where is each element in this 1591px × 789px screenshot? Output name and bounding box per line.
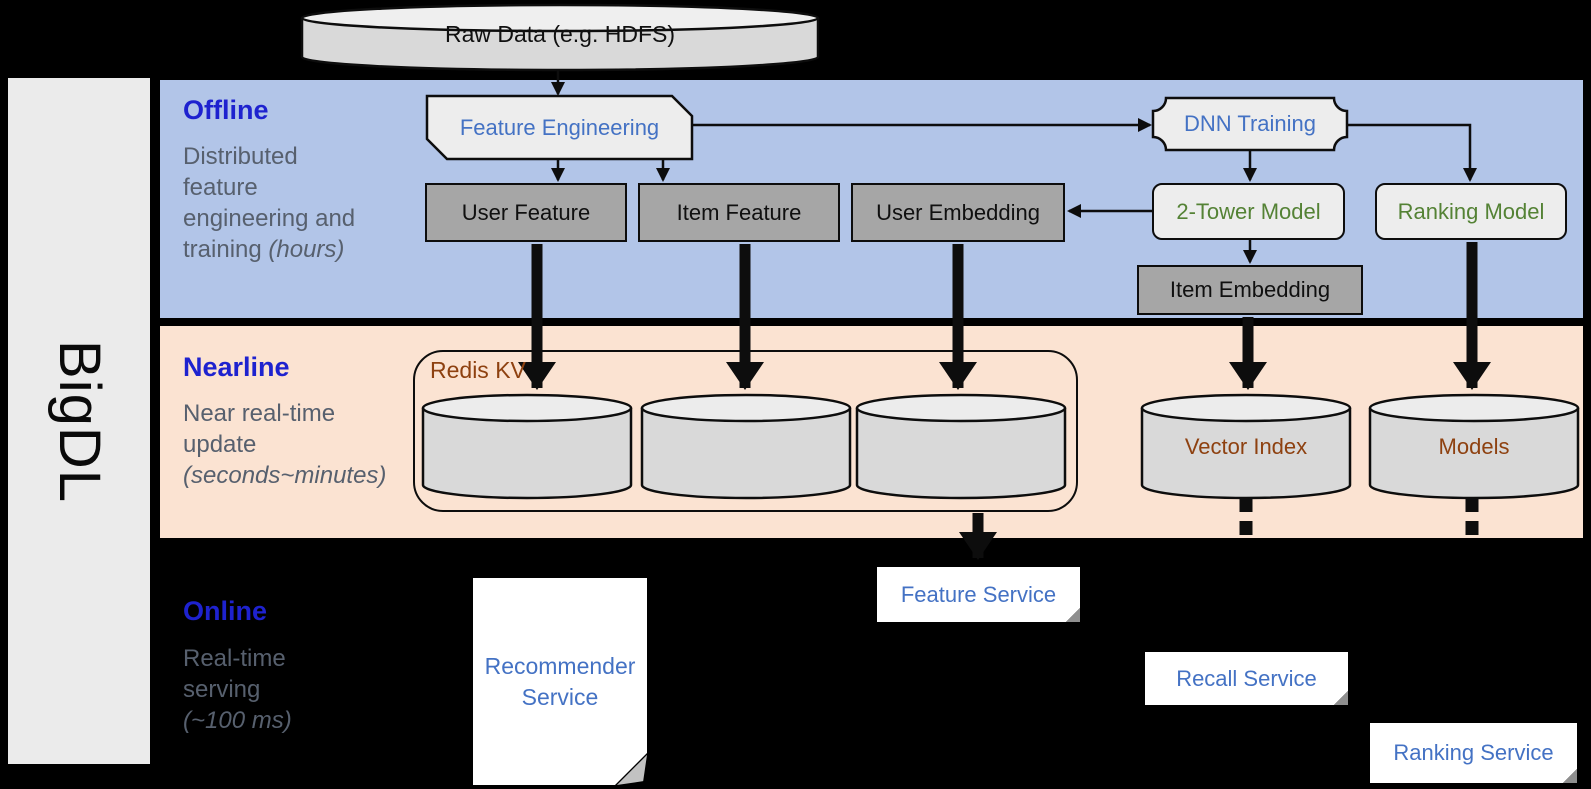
recall-service-label: Recall Service (1176, 665, 1317, 691)
brand-text: BigDL (46, 339, 112, 503)
two-tower-model-node: 2-Tower Model (1152, 183, 1345, 240)
recall-service-card: Recall Service (1145, 652, 1348, 705)
offline-title: Offline (183, 95, 269, 125)
redis-kv-label: Redis KV (430, 357, 526, 383)
user-embedding-label: User Embedding (876, 199, 1040, 225)
recommender-service-label: Recommender Service (484, 652, 636, 710)
online-title: Online (183, 596, 268, 626)
item-feature-node: Item Feature (638, 183, 840, 242)
feature-service-label: Feature Service (900, 581, 1057, 607)
feature-service-card: Feature Service (877, 567, 1080, 622)
dnn-training-label: DNN Training (1183, 111, 1317, 136)
ranking-service-label: Ranking Service (1393, 740, 1554, 765)
recommender-service-card: Recommender Service (473, 578, 647, 785)
recommender-service-paper (473, 578, 647, 785)
feature-engineering-label: Feature Engineering (459, 114, 660, 140)
vector-index-label: Vector Index (1184, 434, 1308, 459)
bigdl-sidebar: BigDL (8, 78, 150, 764)
recall-service-paper (1145, 652, 1348, 705)
ranking-model-label: Ranking Model (1397, 198, 1545, 224)
nearline-title: Nearline (183, 352, 290, 382)
item-feature-label: Item Feature (676, 199, 802, 225)
ranking-service-paper (1370, 723, 1577, 783)
two-tower-model-label: 2-Tower Model (1176, 198, 1321, 224)
user-feature-node: User Feature (425, 183, 627, 242)
feature-service-paper (877, 567, 1080, 622)
user-feature-label: User Feature (461, 199, 591, 225)
user-embedding-node: User Embedding (851, 183, 1065, 242)
item-embedding-node: Item Embedding (1137, 265, 1363, 315)
ranking-model-node: Ranking Model (1375, 183, 1567, 240)
ranking-service-card: Ranking Service (1370, 723, 1577, 783)
raw-data-label: Raw Data (e.g. HDFS) (444, 20, 676, 47)
bigdl-vertical-label: BigDL (8, 78, 150, 764)
item-embedding-label: Item Embedding (1169, 277, 1331, 302)
models-label: Models (1438, 434, 1510, 459)
